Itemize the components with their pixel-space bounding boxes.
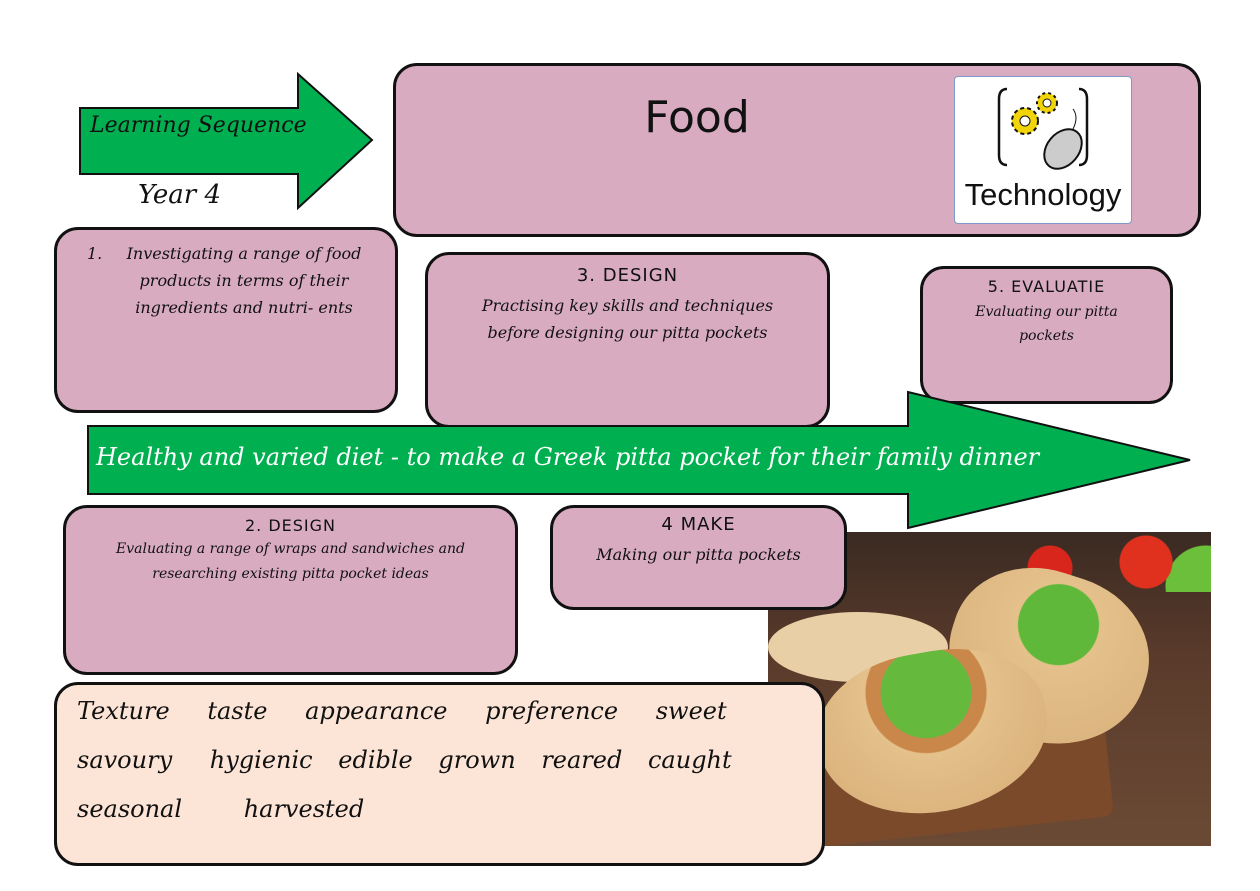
step-2-heading: 2. DESIGN xyxy=(244,516,337,535)
step-4-text: Making our pitta pockets xyxy=(596,545,801,564)
vocab-word: preference xyxy=(485,697,619,725)
learning-sequence-arrow xyxy=(79,72,374,211)
step-3-box: 3. DESIGN Practising key skills and tech… xyxy=(425,252,830,428)
step-1-text: Investigating a range of food products i… xyxy=(126,244,362,317)
vocab-word: edible xyxy=(338,746,413,774)
learning-sequence-label: Learning Sequence xyxy=(90,113,307,138)
step-4-heading: 4 MAKE xyxy=(661,514,736,535)
step-2-box: 2. DESIGN Evaluating a range of wraps an… xyxy=(63,505,518,675)
vocab-word: hygienic xyxy=(209,746,313,774)
vocab-word: Texture xyxy=(77,697,170,725)
step-5-text: Evaluating our pitta pockets xyxy=(975,304,1118,344)
vocabulary-box: Texture taste appearance preference swee… xyxy=(54,682,825,866)
gears-mouse-icon xyxy=(997,87,1089,170)
technology-label: Technology xyxy=(964,177,1122,212)
vocab-word: caught xyxy=(647,746,732,774)
vocab-word: appearance xyxy=(305,697,448,725)
vocab-word: reared xyxy=(541,746,623,774)
vocab-word: harvested xyxy=(243,795,365,823)
step-2-text: Evaluating a range of wraps and sandwich… xyxy=(116,541,465,582)
banner-text: Healthy and varied diet - to make a Gree… xyxy=(96,443,1040,471)
vocab-word: sweet xyxy=(655,697,727,725)
banner-arrow xyxy=(87,390,1191,530)
subject-title: Food xyxy=(644,92,750,143)
vocabulary-list: Texture taste appearance preference swee… xyxy=(77,687,762,834)
technology-logo: Technology xyxy=(954,76,1132,224)
step-3-heading: 3. DESIGN xyxy=(576,265,679,286)
vocab-word: savoury xyxy=(77,746,173,774)
step-5-heading: 5. EVALUATIE xyxy=(987,277,1106,296)
step-1-box: 1. Investigating a range of food product… xyxy=(54,227,398,413)
year-label: Year 4 xyxy=(138,180,222,210)
vocab-word: grown xyxy=(438,746,516,774)
vocab-word: taste xyxy=(207,697,268,725)
subject-header-box: Food Technology xyxy=(393,63,1201,237)
step-3-text: Practising key skills and techniques bef… xyxy=(481,296,774,342)
step-4-box: 4 MAKE Making our pitta pockets xyxy=(550,505,847,610)
vocab-word: seasonal xyxy=(77,795,183,823)
step-5-box: 5. EVALUATIE Evaluating our pitta pocket… xyxy=(920,266,1173,404)
step-1-number: 1. xyxy=(87,244,103,263)
